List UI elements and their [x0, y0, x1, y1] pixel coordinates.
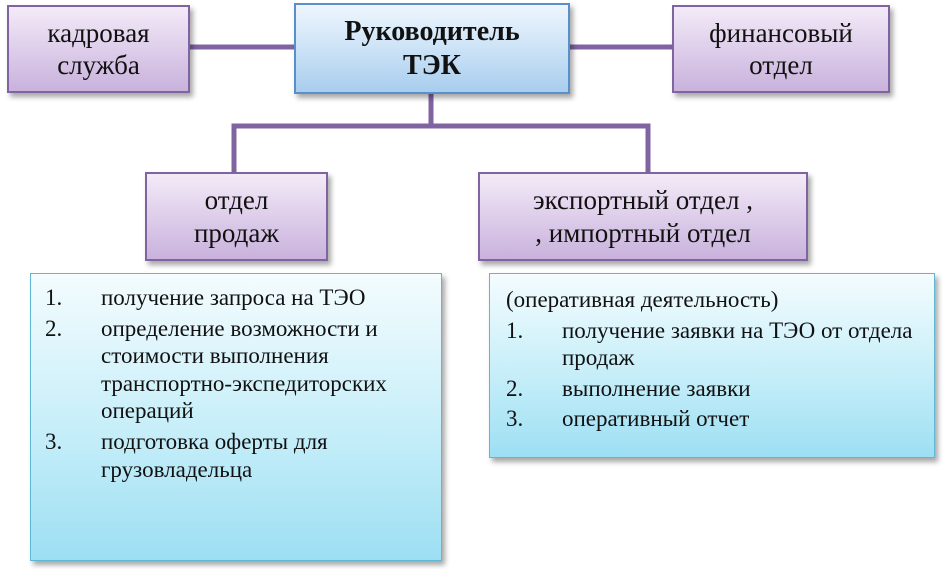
export-label-line2: , импортный отдел: [535, 217, 751, 248]
head-label-line2: ТЭК: [403, 49, 461, 81]
export-task-item: 3.оперативный отчет: [506, 406, 750, 432]
connector-head-branches: [231, 94, 434, 172]
head-label-line1: Руководитель: [344, 15, 520, 47]
sales-tasks-panel: 1.получение запроса на ТЭО 2.определение…: [30, 273, 442, 561]
sales-task-item: 2.определение возможности и стоимости вы…: [45, 315, 387, 424]
head-tek-box: Руководитель ТЭК: [294, 3, 570, 94]
export-task-item: 1.получение заявки на ТЭО от отдела прод…: [506, 317, 913, 371]
finance-label-line2: отдел: [749, 50, 813, 80]
sales-department-box: отдел продаж: [145, 172, 328, 261]
hr-label-line1: кадровая: [47, 17, 150, 48]
sales-task-item: 3.подготовка оферты для грузовладельца: [45, 428, 328, 482]
finance-department-box: финансовый отдел: [672, 5, 890, 93]
hr-label-line2: служба: [57, 50, 140, 80]
export-import-department-box: экспортный отдел , , импортный отдел: [478, 172, 808, 261]
export-tasks-list: 1.получение заявки на ТЭО от отдела прод…: [506, 317, 920, 433]
sales-label-line1: отдел: [204, 185, 269, 216]
hr-department-box: кадровая служба: [7, 5, 190, 93]
export-task-item: 2.выполнение заявки: [506, 375, 751, 401]
export-label-line1: экспортный отдел ,: [533, 185, 753, 216]
operations-caption: (оперативная деятельность): [506, 287, 779, 312]
finance-label-line1: финансовый: [709, 17, 853, 48]
sales-tasks-list: 1.получение запроса на ТЭО 2.определение…: [45, 284, 427, 483]
sales-task-item: 1.получение запроса на ТЭО: [45, 285, 366, 310]
sales-label-line2: продаж: [193, 217, 280, 248]
export-tasks-panel: (оперативная деятельность) 1.получение з…: [489, 273, 935, 458]
connector-branch-export: [431, 123, 651, 172]
